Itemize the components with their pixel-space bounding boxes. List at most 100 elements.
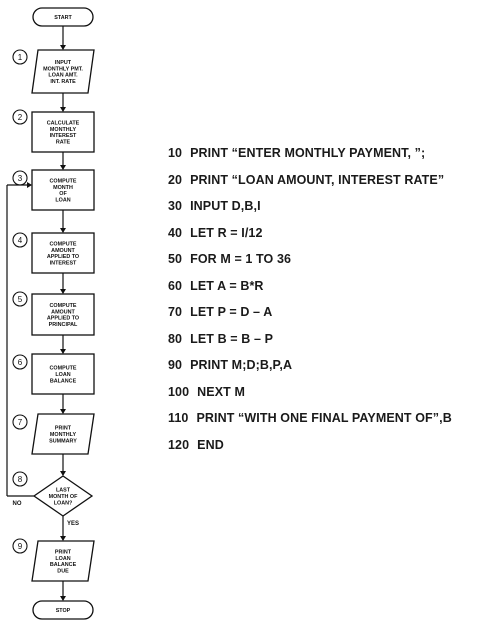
basic-statement: PRINT M;D;B,P,A [190,358,293,372]
program-line: 20 PRINT “LOAN AMOUNT, INTEREST RATE” [168,167,494,194]
step-2-text-line: CALCULATE [47,120,80,126]
step-8-text-line: MONTH OF [49,494,78,500]
program-line: 10 PRINT “ENTER MONTHLY PAYMENT, ”; [168,140,494,167]
line-number: 30 [168,199,183,213]
step-number: 7 [18,418,23,427]
start-terminal-label: START [54,15,72,21]
basic-statement: INPUT D,B,I [190,199,261,213]
arrowhead [60,45,66,50]
basic-statement: END [197,437,224,452]
step-1-text-line: MONTHLY PMT. [43,66,83,72]
yes-branch-label: YES [67,521,79,527]
step-2-text-line: RATE [56,140,71,146]
step-3-text-line: LOAN [55,198,70,204]
step-5-text-line: AMOUNT [51,309,75,315]
line-number: 50 [168,252,183,266]
step-number-circle [12,414,28,430]
arrowhead [60,536,66,541]
line-number: 80 [168,331,183,346]
step-number-circle [12,109,28,125]
basic-statement: FOR M = 1 TO 36 [190,252,292,266]
line-number: 60 [168,278,183,293]
step-8-text-line: LAST [56,488,71,494]
program-line: 80 LET B = B – P [168,326,494,353]
step-8-text-line: LOAN? [54,500,73,506]
step-number: 5 [18,295,23,304]
basic-statement: NEXT M [197,384,245,399]
arrowhead [60,471,66,476]
step-4-text-line: AMOUNT [51,248,75,254]
step-6-text-line: BALANCE [50,378,77,384]
arrowhead [60,349,66,354]
process-box [31,169,95,211]
step-6-text-line: LOAN [55,372,70,378]
arrowhead [60,165,66,170]
program-line: 110 PRINT “WITH ONE FINAL PAYMENT OF”,B [168,405,494,432]
step-4-text-line: COMPUTE [50,241,77,247]
line-number: 90 [168,358,183,372]
step-number: 1 [18,53,23,62]
io-parallelogram [31,49,95,94]
step-2-text-line: INTEREST [50,133,77,139]
step-4-text-line: INTEREST [50,261,77,267]
program-line: 30 INPUT D,B,I [168,193,494,220]
step-9-text-line: LOAN [55,556,70,562]
line-number: 20 [168,172,183,187]
stop-terminal-shape [32,600,94,620]
step-9-text-line: DUE [57,569,69,575]
step-number: 9 [18,542,23,551]
step-5-text-line: APPLIED TO [47,316,79,322]
step-number-circle [12,49,28,65]
basic-statement: LET A = B*R [190,278,264,293]
step-number: 8 [18,475,23,484]
step-2-text-line: MONTHLY [50,127,77,133]
arrowhead [27,182,32,188]
basic-statement: PRINT “ENTER MONTHLY PAYMENT, ”; [190,146,426,160]
step-3-text-line: OF [59,191,67,197]
line-number: 120 [168,437,190,452]
basic-statement: PRINT “LOAN AMOUNT, INTEREST RATE” [190,172,445,187]
step-7-text-line: PRINT [55,426,72,432]
step-number: 2 [18,113,23,122]
arrowhead [60,228,66,233]
step-5-text-line: PRINCIPAL [49,322,78,328]
program-line: 60 LET A = B*R [168,273,494,300]
step-3-text-line: COMPUTE [50,178,77,184]
step-1-text-line: INPUT [55,60,72,66]
step-3-text-line: MONTH [53,185,73,191]
step-6-text-line: COMPUTE [50,366,77,372]
step-number: 6 [18,358,23,367]
io-parallelogram [31,413,95,455]
step-number: 4 [18,236,23,245]
step-9-text-line: PRINT [55,549,72,555]
no-branch-label: NO [13,501,22,507]
step-number-circle [12,232,28,248]
basic-statement: LET B = B – P [190,331,274,346]
arrowhead [60,289,66,294]
io-parallelogram [31,540,95,582]
line-number: 110 [168,411,189,425]
step-number-circle [12,471,28,487]
step-number: 3 [18,174,23,183]
step-9-text-line: BALANCE [50,562,77,568]
step-7-text-line: MONTHLY [50,432,77,438]
stop-terminal-label: STOP [56,608,71,614]
basic-statement: LET R = I/12 [190,225,263,240]
line-number: 40 [168,225,183,240]
step-number-circle [12,538,28,554]
step-number-circle [12,291,28,307]
line-number: 10 [168,146,183,160]
program-line: 40 LET R = I/12 [168,220,494,247]
program-line: 120 END [168,432,494,459]
line-number: 70 [168,305,183,319]
arrowhead [60,409,66,414]
process-box [31,111,95,153]
step-number-circle [12,354,28,370]
arrowhead [60,596,66,601]
basic-statement: PRINT “WITH ONE FINAL PAYMENT OF”,B [196,411,452,425]
